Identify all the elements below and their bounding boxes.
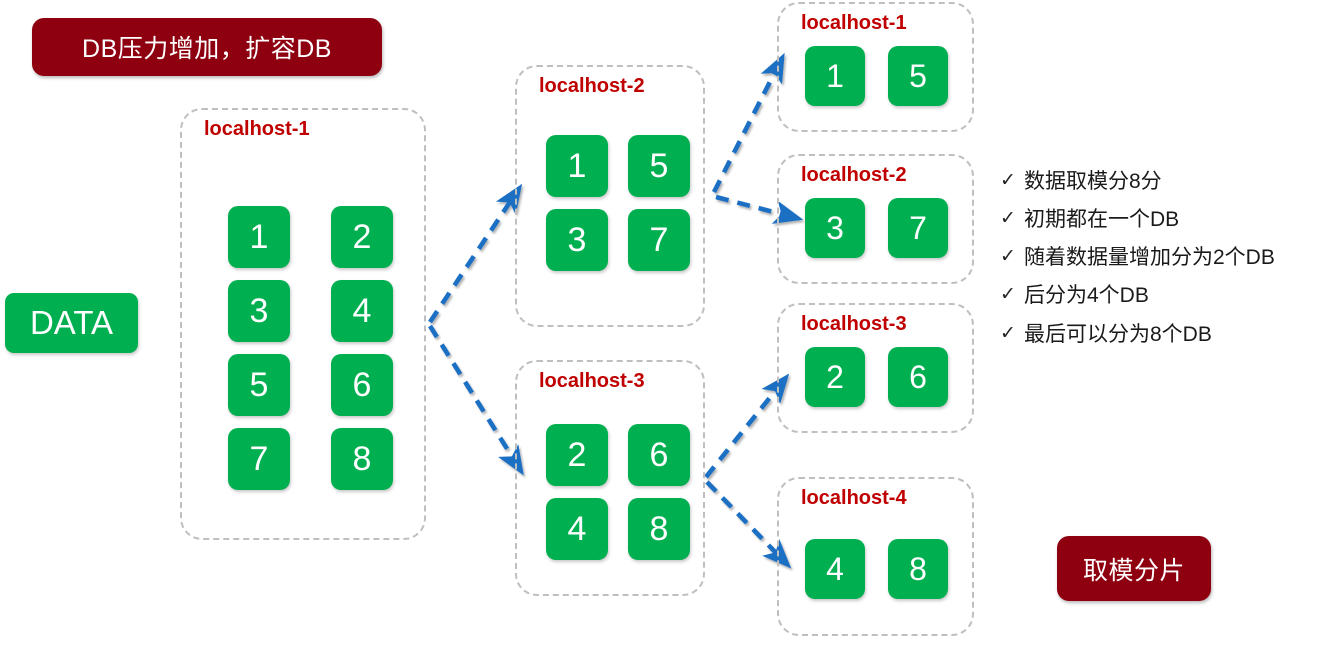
check-icon: ✓ [1000, 322, 1016, 344]
shard-tile: 5 [888, 46, 948, 106]
shard-tile: 8 [888, 539, 948, 599]
arrow-split-stage1-to-stage2 [428, 183, 524, 476]
stage2-host-localhost-2: localhost-2 1 5 3 7 [515, 65, 705, 327]
shard-tile: 1 [546, 135, 608, 197]
check-icon: ✓ [1000, 170, 1016, 191]
host-label: localhost-1 [204, 118, 310, 140]
list-item-label: 最后可以分为8个DB [1024, 322, 1212, 346]
shard-tile: 2 [805, 347, 865, 407]
host-label: localhost-2 [801, 164, 907, 186]
shard-tile: 2 [546, 424, 608, 486]
shard-tile: 3 [546, 209, 608, 271]
stage3-host-localhost-2: localhost-2 3 7 [777, 154, 974, 284]
shard-tile: 8 [331, 428, 393, 490]
shard-tile: 6 [888, 347, 948, 407]
list-item: ✓ 随着数据量增加分为2个DB [1000, 246, 1328, 270]
list-item: ✓ 数据取模分8分 [1000, 170, 1328, 194]
stage1-host-localhost-1: localhost-1 1 2 3 4 5 6 7 8 [180, 108, 426, 540]
shard-tile: 7 [888, 198, 948, 258]
shard-tile: 3 [805, 198, 865, 258]
list-item: ✓ 后分为4个DB [1000, 284, 1328, 308]
check-icon: ✓ [1000, 284, 1016, 306]
shard-tile: 7 [228, 428, 290, 490]
shard-tile: 5 [228, 354, 290, 416]
list-item: ✓ 最后可以分为8个DB [1000, 323, 1328, 347]
shard-tile: 5 [628, 135, 690, 197]
shard-tile: 4 [331, 280, 393, 342]
stage3-host-localhost-1: localhost-1 1 5 [777, 2, 974, 132]
list-item-label: 随着数据量增加分为2个DB [1024, 246, 1275, 270]
arrow-split-host3-to-stage3 [704, 373, 792, 569]
shard-tile: 1 [805, 46, 865, 106]
data-source-label: DATA [29, 304, 114, 341]
data-source-box: DATA [5, 293, 138, 353]
check-icon: ✓ [1000, 208, 1016, 230]
shard-tile: 8 [628, 498, 690, 560]
title-badge: DB压力增加，扩容DB [32, 18, 382, 76]
shard-tile: 1 [228, 206, 290, 268]
shard-tile: 2 [331, 206, 393, 268]
bottom-badge: 取模分片 [1057, 536, 1211, 601]
bottom-badge-label: 取模分片 [1082, 556, 1185, 585]
host-label: localhost-2 [539, 75, 645, 97]
stage3-host-localhost-3: localhost-3 2 6 [777, 303, 974, 433]
stage2-host-localhost-3: localhost-3 2 6 4 8 [515, 360, 705, 596]
host-label: localhost-3 [539, 370, 645, 392]
shard-tile: 6 [628, 424, 690, 486]
shard-tile: 7 [628, 209, 690, 271]
list-item-label: 初期都在一个DB [1024, 208, 1180, 232]
check-icon: ✓ [1000, 246, 1016, 268]
stage3-host-localhost-4: localhost-4 4 8 [777, 477, 974, 636]
list-item-label: 后分为4个DB [1024, 284, 1149, 308]
shard-tile: 3 [228, 280, 290, 342]
list-item-label: 数据取模分8分 [1024, 170, 1162, 193]
title-badge-label: DB压力增加，扩容DB [82, 35, 332, 63]
list-item: ✓ 初期都在一个DB [1000, 208, 1328, 232]
shard-tile: 4 [805, 539, 865, 599]
shard-tile: 4 [546, 498, 608, 560]
notes-list: ✓ 数据取模分8分 ✓ 初期都在一个DB ✓ 随着数据量增加分为2个DB ✓ 后… [1000, 170, 1328, 361]
host-label: localhost-4 [801, 487, 907, 509]
shard-tile: 6 [331, 354, 393, 416]
host-label: localhost-3 [801, 313, 907, 335]
host-label: localhost-1 [801, 12, 907, 34]
